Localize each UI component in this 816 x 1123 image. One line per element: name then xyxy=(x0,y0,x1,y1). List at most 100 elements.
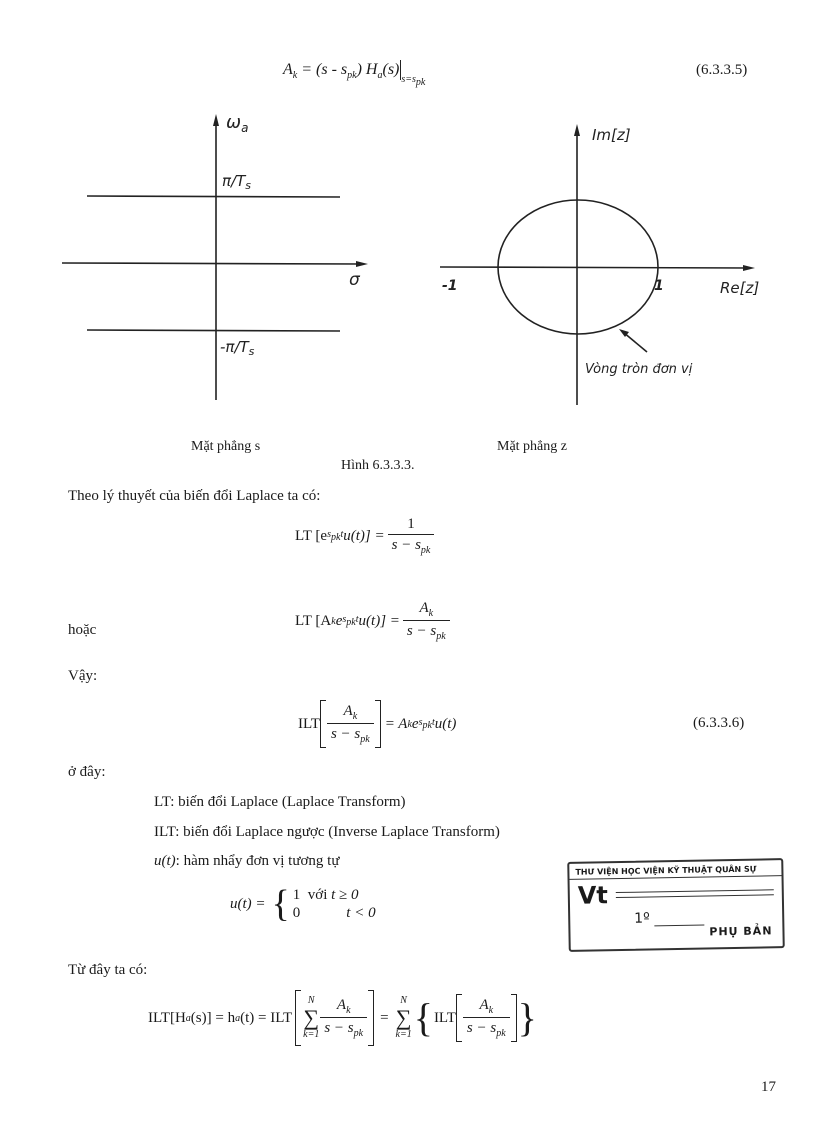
eq-lhs: A xyxy=(283,61,293,78)
step-lhs: u(t) = xyxy=(230,895,266,912)
leader-line xyxy=(622,331,648,353)
final-part1c: (t) = ILT xyxy=(240,1009,293,1026)
final-den1-sub: pk xyxy=(353,1028,364,1039)
lt2-exp-t: t xyxy=(355,614,359,625)
hoac-label: hoặc xyxy=(68,622,97,638)
omega-label: ωa xyxy=(226,112,248,135)
im-z-label: Im[z] xyxy=(592,126,631,144)
sum-1: N ∑ k=1 xyxy=(303,995,319,1041)
ilt-den: s − s xyxy=(330,726,361,742)
lt2-lhs2: u(t)] = xyxy=(358,612,400,629)
ilt-num: A xyxy=(343,703,353,719)
sum1-top: N xyxy=(307,995,315,1006)
lt2-den: s − s xyxy=(406,623,437,639)
final-fraction-1: Ak s − spk xyxy=(320,997,368,1039)
def-lt: LT: biến đổi Laplace (Laplace Transform) xyxy=(154,794,406,810)
ilt-exp: s xyxy=(418,717,423,728)
final-right-bracket xyxy=(368,990,375,1046)
right-brace: } xyxy=(517,995,537,1040)
inner-left-bracket xyxy=(455,994,462,1042)
lt2-num: A xyxy=(419,600,429,616)
final-part1: ILT[H xyxy=(148,1009,186,1026)
sum1-symbol: ∑ xyxy=(303,1005,320,1030)
lower-boundary-line xyxy=(86,329,341,332)
re-arrow-icon xyxy=(743,265,755,271)
vay-label: Vậy: xyxy=(68,668,98,684)
final-den2: s − s xyxy=(466,1020,497,1036)
neg-pi-over-ts-label: -π/Ts xyxy=(220,338,255,358)
final-part1b-sub: a xyxy=(235,1012,241,1024)
final-inner-ilt: ILT xyxy=(433,1009,456,1026)
sum2-bottom: k=1 xyxy=(395,1029,412,1040)
case1-condition: t ≥ 0 xyxy=(331,887,359,903)
sum2-symbol: ∑ xyxy=(395,1005,412,1030)
def-u-text: : hàm nhẩy đơn vị tương tự xyxy=(175,853,340,869)
lt2-exp: s xyxy=(342,614,347,625)
eval-sub: s=s xyxy=(401,74,416,85)
pi-over-ts-label: π/Ts xyxy=(222,172,251,192)
final-fraction-2: Ak s − spk xyxy=(462,997,510,1039)
sigma-axis xyxy=(61,262,363,265)
stamp-code: Vt xyxy=(577,881,609,910)
eq-lhs-sub: k xyxy=(292,70,298,82)
final-equals: = xyxy=(380,1009,389,1026)
o-day-label: ở đây: xyxy=(68,764,106,780)
lt1-exp-sub: pk xyxy=(331,532,341,543)
unit-circle-label: Vòng tròn đơn vị xyxy=(585,362,693,377)
lt1-lhs2: u(t)] = xyxy=(343,527,385,544)
equation-6-3-3-5: Ak = (s - spk) Ha(s)s=spk xyxy=(283,60,425,88)
unit-circle xyxy=(497,199,659,335)
final-num1-sub: k xyxy=(346,1005,351,1016)
eq-rhs2: ) H xyxy=(356,61,378,78)
pos-one-label: 1 xyxy=(654,278,664,294)
eq-rhs3: (s) xyxy=(382,61,400,78)
ilt-rhs2: u(t) xyxy=(434,715,457,732)
z-plane-caption: Mặt phẳng z xyxy=(497,439,567,454)
eval-bar xyxy=(400,60,402,80)
case1-word: với xyxy=(307,887,328,903)
lt1-lhs: LT [e xyxy=(295,527,328,544)
page-number: 17 xyxy=(761,1079,776,1095)
sum2-top: N xyxy=(400,995,407,1006)
left-bracket xyxy=(319,700,326,748)
lt1-exp-t: t xyxy=(340,529,344,540)
left-brace: { xyxy=(413,995,433,1040)
leader-arrow-icon xyxy=(619,329,629,337)
def-u: u(t): hàm nhẩy đơn vị tương tự xyxy=(154,852,339,870)
ilt-exp-sub: pk xyxy=(422,720,432,731)
s-plane-diagram: ωa π/Ts σ -π/Ts xyxy=(61,112,368,400)
case2-condition: t < 0 xyxy=(346,905,376,921)
library-stamp: THƯ VIỆN HỌC VIỆN KỸ THUẬT QUÂN SỰ Vt 1º… xyxy=(567,858,785,952)
figure-title: Hình 6.3.3.3. xyxy=(341,458,415,473)
sigma-arrow-icon xyxy=(356,261,368,267)
lt1-exp: s xyxy=(327,529,331,540)
def-ilt: ILT: biến đổi Laplace ngược (Inverse Lap… xyxy=(154,824,500,840)
lt2-exp-sub: pk xyxy=(346,617,356,628)
upper-boundary-line xyxy=(86,195,341,198)
real-axis xyxy=(439,266,751,269)
omega-arrow-icon xyxy=(213,114,219,126)
final-part1-sub: a xyxy=(185,1012,191,1024)
lt2-lhs-sub: k xyxy=(331,615,336,627)
equation-number-6-3-3-5: (6.3.3.5) xyxy=(696,62,748,78)
curly-brace: { xyxy=(271,883,290,925)
eq-rhs-sub: pk xyxy=(347,70,357,82)
ilt-lhs: ILT xyxy=(298,715,320,732)
z-plane-diagram: Im[z] -1 1 Re[z] Vòng tròn đơn vị xyxy=(439,124,759,405)
ilt-num-sub: k xyxy=(352,711,358,722)
ilt-fraction: Ak s − spk xyxy=(326,703,374,745)
lt2-den-sub: pk xyxy=(436,631,446,642)
final-num1: A xyxy=(336,997,347,1013)
lt2-e: e xyxy=(335,612,343,629)
lt2-num-sub: k xyxy=(428,608,434,619)
lt1-num: 1 xyxy=(407,516,415,532)
eq-rhs2-sub: a xyxy=(377,70,383,82)
lt1-den-sub: pk xyxy=(420,545,431,556)
final-left-bracket xyxy=(295,990,302,1046)
right-bracket xyxy=(374,700,381,748)
lt2-fraction: Ak s − spk xyxy=(402,600,450,642)
eval-sub2: pk xyxy=(415,77,426,88)
